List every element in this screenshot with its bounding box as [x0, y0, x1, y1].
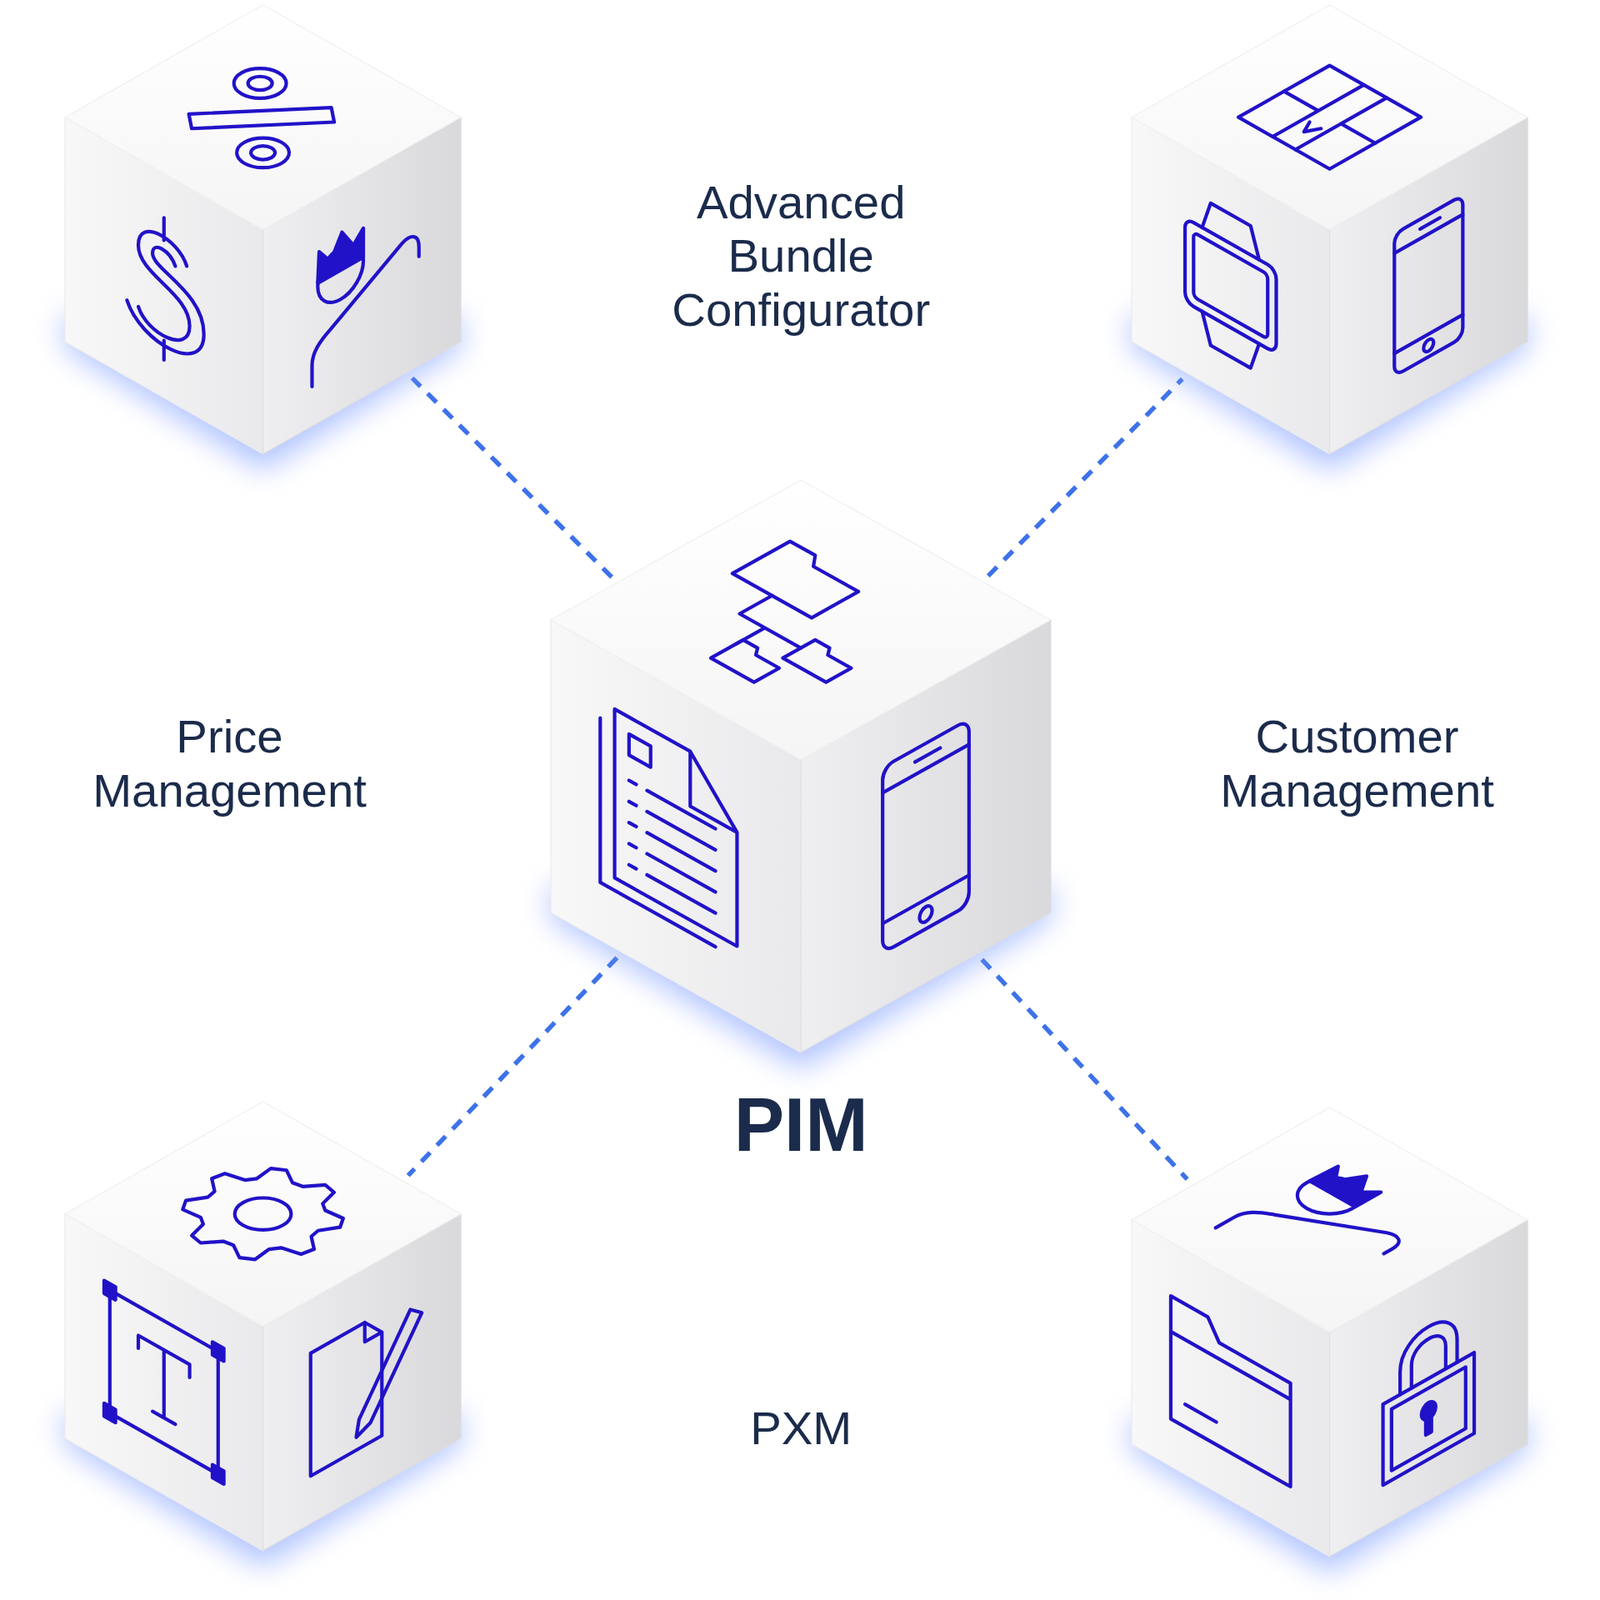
- cube-node: Price Management: [65, 5, 461, 455]
- icon-stroke: [710, 595, 834, 664]
- icon-stroke: [920, 902, 933, 925]
- right-icon: [310, 1290, 422, 1477]
- icon-stroke: [1202, 198, 1260, 373]
- top-icon: [645, 540, 935, 702]
- icon-stroke: [162, 217, 166, 360]
- cube-node: Customer Management: [1131, 1107, 1528, 1557]
- icon-stroke: [1185, 1404, 1217, 1422]
- label-wrap: Advanced Bundle Configurator: [632, 175, 970, 338]
- icon-stroke: [629, 733, 651, 767]
- icon-stroke: [110, 1290, 219, 1475]
- top-icon: [163, 62, 360, 175]
- right-icon: [1394, 195, 1463, 376]
- dashed-connector: [412, 378, 612, 578]
- icon-stroke: [783, 639, 860, 682]
- icon-stroke: [600, 717, 715, 947]
- icon-stroke: [882, 719, 970, 954]
- icon-stroke: [1425, 1411, 1432, 1435]
- icon-stroke: [710, 639, 787, 682]
- cube-top-face: [65, 1101, 461, 1326]
- icon-stroke: [245, 143, 280, 163]
- top-icon: [1215, 1159, 1445, 1289]
- cube-top-face: [1131, 1107, 1528, 1332]
- cube-top-face: [550, 480, 1051, 760]
- cube-shape: [65, 5, 461, 455]
- icon-stroke: [223, 1191, 304, 1237]
- icon-stroke: [1310, 1161, 1389, 1206]
- icon-stroke: [615, 708, 738, 946]
- cube-top-face: [1131, 5, 1528, 230]
- icon-stroke: [356, 1303, 423, 1438]
- icon-stroke: [1298, 122, 1321, 136]
- icon-stroke: [1185, 217, 1276, 354]
- left-icon: [600, 700, 737, 959]
- cube-node: PXM: [65, 1101, 461, 1551]
- icon-stroke: [1238, 65, 1421, 170]
- label-wrap: Price Management: [60, 710, 398, 819]
- icon-stroke: [223, 62, 298, 105]
- icon-stroke: [1423, 336, 1434, 354]
- right-icon: [882, 719, 970, 954]
- module-label: Advanced Bundle Configurator: [632, 175, 970, 338]
- icon-stroke: [150, 1150, 377, 1279]
- icon-stroke: [1400, 1310, 1457, 1395]
- module-label: Price Management: [60, 710, 398, 819]
- cube-top-face: [65, 5, 461, 230]
- dashed-connector: [988, 379, 1183, 576]
- module-label: PXM: [632, 1401, 970, 1456]
- left-icon: [1185, 188, 1276, 383]
- icon-stroke: [104, 1403, 116, 1423]
- icon-stroke: [629, 780, 716, 913]
- icon-stroke: [1391, 1366, 1466, 1470]
- icon-stroke: [318, 220, 365, 284]
- left-icon: [104, 1280, 225, 1485]
- icon-stroke: [1238, 65, 1421, 170]
- cube-shape: [550, 480, 1051, 1053]
- icon-stroke: [177, 70, 346, 166]
- cube-shape: [1131, 1107, 1528, 1557]
- top-icon: [1238, 65, 1421, 170]
- icon-stroke: [212, 1342, 225, 1362]
- module-label: Customer Management: [1189, 710, 1526, 819]
- cube-shape: [65, 1101, 461, 1551]
- cube-node: Advanced Bundle Configurator: [1131, 5, 1528, 455]
- icon-stroke: [1215, 1180, 1406, 1289]
- icon-stroke: [104, 1280, 116, 1300]
- icon-stroke: [1170, 1295, 1291, 1487]
- dashed-connector: [408, 957, 618, 1175]
- cube-node: PIM: [550, 480, 1051, 1053]
- label-wrap: Customer Management: [1189, 710, 1526, 819]
- label-wrap: PIM: [637, 1081, 965, 1169]
- icon-stroke: [882, 731, 970, 924]
- right-icon: [312, 188, 420, 387]
- left-icon: [127, 196, 205, 383]
- icon-stroke: [243, 73, 278, 93]
- icon-stroke: [138, 1335, 190, 1433]
- icon-stroke: [312, 232, 420, 388]
- icon-stroke: [212, 1465, 225, 1485]
- icon-stroke: [1383, 1352, 1475, 1485]
- icon-stroke: [1394, 205, 1463, 354]
- left-icon: [1170, 1295, 1291, 1487]
- dashed-connector: [981, 959, 1187, 1180]
- icon-stroke: [1394, 195, 1463, 376]
- right-icon: [1383, 1300, 1475, 1485]
- label-wrap: PXM: [632, 1401, 970, 1456]
- icon-stroke: [225, 131, 300, 174]
- title-label: PIM: [637, 1081, 965, 1169]
- cube-shape: [1131, 5, 1528, 455]
- top-icon: [150, 1150, 377, 1279]
